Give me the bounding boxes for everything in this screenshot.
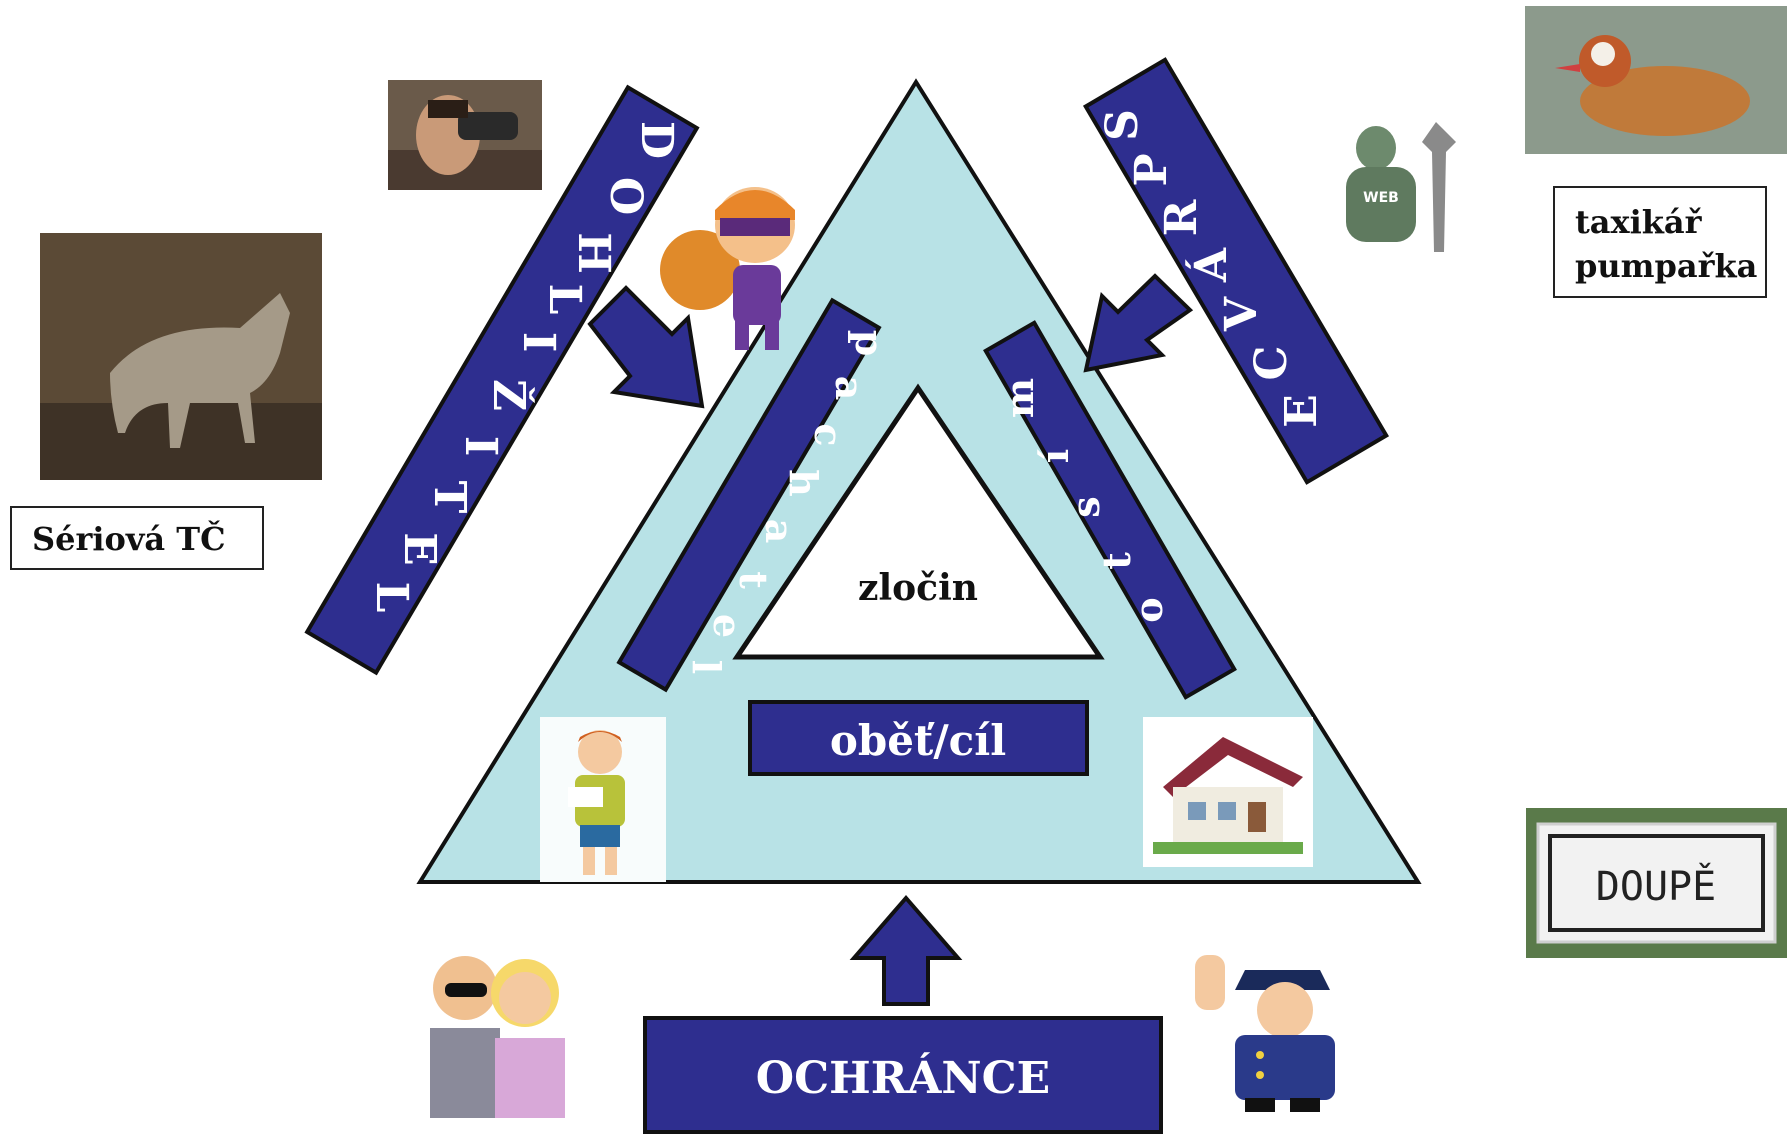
- wolf-photo: [40, 233, 322, 480]
- victim-label: oběť/cíl: [830, 716, 1006, 765]
- taxi-pump-label: taxikář pumpařka: [1553, 186, 1767, 298]
- svg-text:WEB: WEB: [1363, 190, 1399, 206]
- svg-text:T: T: [424, 481, 475, 514]
- webmaster-clipart: WEB: [1346, 122, 1456, 252]
- svg-text:H: H: [568, 232, 619, 274]
- svg-text:Á: Á: [1184, 247, 1237, 283]
- svg-text:D: D: [631, 121, 682, 159]
- arrow-left-icon: [587, 285, 705, 409]
- mandarin-duck-photo: [1525, 6, 1787, 154]
- village-sign-text: DOUPĚ: [1596, 862, 1716, 910]
- svg-text:m: m: [997, 378, 1042, 418]
- handler-band: [304, 84, 700, 676]
- place-band: [983, 320, 1237, 700]
- svg-text:e: e: [705, 614, 750, 638]
- guardian-band: [643, 1016, 1163, 1134]
- crime-triangle: [732, 383, 1105, 660]
- svg-text:h: h: [781, 469, 826, 497]
- arrow-up-icon: [849, 894, 963, 1006]
- svg-text:l: l: [684, 660, 729, 674]
- manager-band: [1082, 57, 1390, 485]
- svg-text:a: a: [757, 519, 802, 544]
- pump-text: pumpařka: [1575, 247, 1758, 285]
- svg-text:R: R: [1156, 199, 1207, 236]
- svg-text:I: I: [513, 332, 564, 353]
- victim-band: [748, 700, 1089, 776]
- svg-text:S: S: [1097, 109, 1148, 141]
- offender-band: [616, 297, 882, 693]
- handler-letters: D O H L I Ž I T E L: [366, 121, 682, 613]
- svg-text:E: E: [394, 532, 445, 566]
- arrow-right-icon: [1083, 273, 1194, 373]
- offender-letters: p a c h a t e l: [684, 330, 892, 675]
- couple-clipart: [430, 956, 565, 1118]
- crime-label: zločin: [858, 567, 978, 609]
- house-clipart: [1143, 717, 1313, 867]
- binoculars-man-photo: [388, 80, 542, 190]
- taxi-text: taxikář: [1575, 203, 1702, 241]
- svg-text:o: o: [1126, 597, 1171, 622]
- svg-text:L: L: [539, 284, 590, 315]
- svg-text:í: í: [1032, 448, 1077, 463]
- svg-text:P: P: [1126, 153, 1177, 186]
- injured-boy-clipart: [540, 717, 666, 882]
- manager-letters: S P R Á V C E: [1097, 109, 1327, 428]
- svg-text:a: a: [827, 376, 872, 401]
- burglar-clipart: [660, 187, 795, 350]
- village-sign-photo: DOUPĚ: [1526, 808, 1787, 958]
- svg-text:E: E: [1276, 394, 1327, 428]
- svg-text:t: t: [731, 571, 776, 589]
- place-letters: m í s t o: [997, 378, 1171, 623]
- svg-text:c: c: [806, 423, 851, 446]
- svg-text:V: V: [1216, 296, 1267, 332]
- guardian-label: OCHRÁNCE: [756, 1051, 1050, 1104]
- svg-text:I: I: [455, 436, 506, 457]
- policeman-clipart: [1195, 955, 1335, 1112]
- svg-text:O: O: [600, 177, 651, 215]
- serial-crime-text: Sériová TČ: [32, 520, 226, 558]
- serial-crime-label: Sériová TČ: [10, 506, 264, 570]
- svg-text:s: s: [1063, 496, 1108, 517]
- svg-text:p: p: [847, 330, 892, 357]
- svg-text:t: t: [1094, 552, 1139, 570]
- svg-text:Ž: Ž: [483, 379, 536, 411]
- svg-text:C: C: [1246, 345, 1297, 380]
- svg-text:L: L: [366, 582, 417, 613]
